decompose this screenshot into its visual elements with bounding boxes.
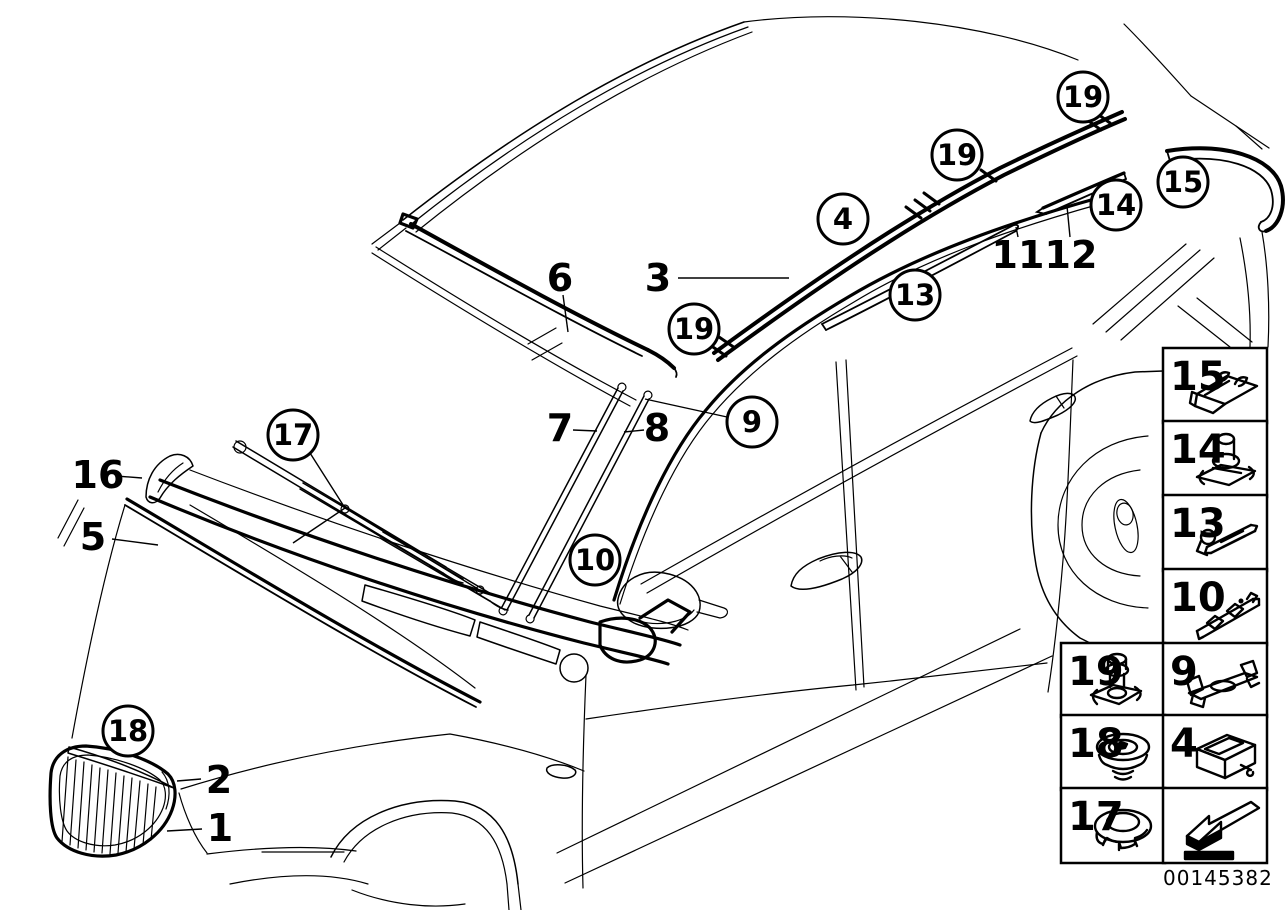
svg-text:16: 16 [72, 453, 125, 497]
svg-text:15: 15 [1163, 165, 1203, 199]
legend-cell-15[interactable]: 15 [1161, 346, 1269, 425]
leader-line [176, 778, 202, 782]
callout-12[interactable]: 12 [1045, 205, 1098, 277]
catalog-id: 00145382 [1163, 866, 1273, 890]
clip-rail-small-icon [1195, 523, 1259, 557]
clip-rail-large-icon [1195, 591, 1261, 641]
svg-text:3: 3 [645, 256, 671, 300]
svg-text:7: 7 [547, 406, 573, 450]
leader-line [644, 398, 728, 418]
legend-cell-18[interactable]: 18 [1059, 713, 1167, 792]
box-clip-icon [1195, 733, 1257, 780]
clip-plate-icon [1188, 371, 1259, 415]
callout-16[interactable]: 16 [72, 453, 143, 497]
callout-14[interactable]: 14 [1089, 178, 1143, 232]
svg-text:1: 1 [207, 806, 233, 850]
callout-11[interactable]: 11 [992, 226, 1045, 277]
callout-13[interactable]: 13 [888, 268, 942, 322]
callout-8[interactable]: 8 [623, 406, 670, 450]
legend-cell-number: 4 [1170, 721, 1198, 767]
callout-9[interactable]: 9 [644, 395, 779, 449]
leader-line [111, 538, 159, 546]
leader-line [623, 429, 645, 433]
callout-15[interactable]: 15 [1156, 155, 1210, 209]
legend-cell-9[interactable]: 9 [1161, 641, 1269, 719]
svg-text:4: 4 [833, 202, 853, 236]
svg-text:10: 10 [575, 543, 615, 577]
callout-17[interactable]: 17 [266, 408, 479, 590]
svg-text:2: 2 [206, 758, 232, 802]
leader-line [1015, 226, 1019, 238]
callout-4[interactable]: 4 [816, 192, 870, 246]
svg-text:13: 13 [895, 278, 935, 312]
legend-cell-arrow[interactable] [1161, 786, 1269, 865]
legend-cell-4[interactable]: 4 [1161, 713, 1269, 792]
leader-line [292, 507, 346, 544]
svg-text:14: 14 [1096, 188, 1136, 222]
svg-text:19: 19 [1063, 80, 1103, 114]
svg-text:19: 19 [674, 312, 714, 346]
legend-cell-14[interactable]: 14 [1161, 419, 1269, 499]
svg-text:12: 12 [1045, 233, 1098, 277]
callout-5[interactable]: 5 [80, 515, 159, 559]
legend-cell-number: 9 [1170, 649, 1198, 695]
svg-text:18: 18 [108, 714, 148, 748]
direction-arrow-icon [1183, 800, 1261, 861]
callout-1[interactable]: 1 [166, 806, 233, 850]
legend-cell-10[interactable]: 10 [1161, 567, 1269, 647]
callout-10[interactable]: 10 [568, 533, 622, 587]
callout-19[interactable]: 19 [667, 302, 721, 356]
legend-cell-number: 10 [1170, 575, 1226, 621]
callout-19[interactable]: 19 [1056, 70, 1110, 124]
legend-cell-19[interactable]: 19 [1059, 641, 1167, 719]
callout-19[interactable]: 19 [930, 128, 984, 182]
svg-text:19: 19 [937, 138, 977, 172]
stud-icon [1089, 652, 1143, 706]
svg-text:17: 17 [273, 418, 313, 452]
cap-icon [1093, 808, 1153, 852]
legend-cell-17[interactable]: 17 [1059, 786, 1167, 865]
leader-line [166, 828, 203, 832]
callout-3[interactable]: 3 [645, 256, 789, 300]
svg-text:6: 6 [547, 256, 573, 300]
clip-pin-icon [1195, 432, 1257, 487]
legend-cell-13[interactable]: 13 [1161, 493, 1269, 573]
grommet-icon [1095, 732, 1151, 781]
leader-line [1066, 205, 1071, 238]
callout-2[interactable]: 2 [176, 758, 232, 802]
leader-line [572, 429, 598, 432]
leader-line [115, 475, 143, 479]
callout-7[interactable]: 7 [547, 406, 598, 450]
svg-text:5: 5 [80, 515, 106, 559]
leader-line [562, 294, 569, 333]
svg-text:11: 11 [992, 233, 1045, 277]
svg-text:9: 9 [742, 405, 762, 439]
callout-6[interactable]: 6 [547, 256, 573, 333]
svg-text:8: 8 [644, 406, 670, 450]
bracket-icon [1185, 659, 1261, 709]
callout-18[interactable]: 18 [101, 704, 155, 758]
legend-cell-number: 13 [1170, 501, 1226, 547]
